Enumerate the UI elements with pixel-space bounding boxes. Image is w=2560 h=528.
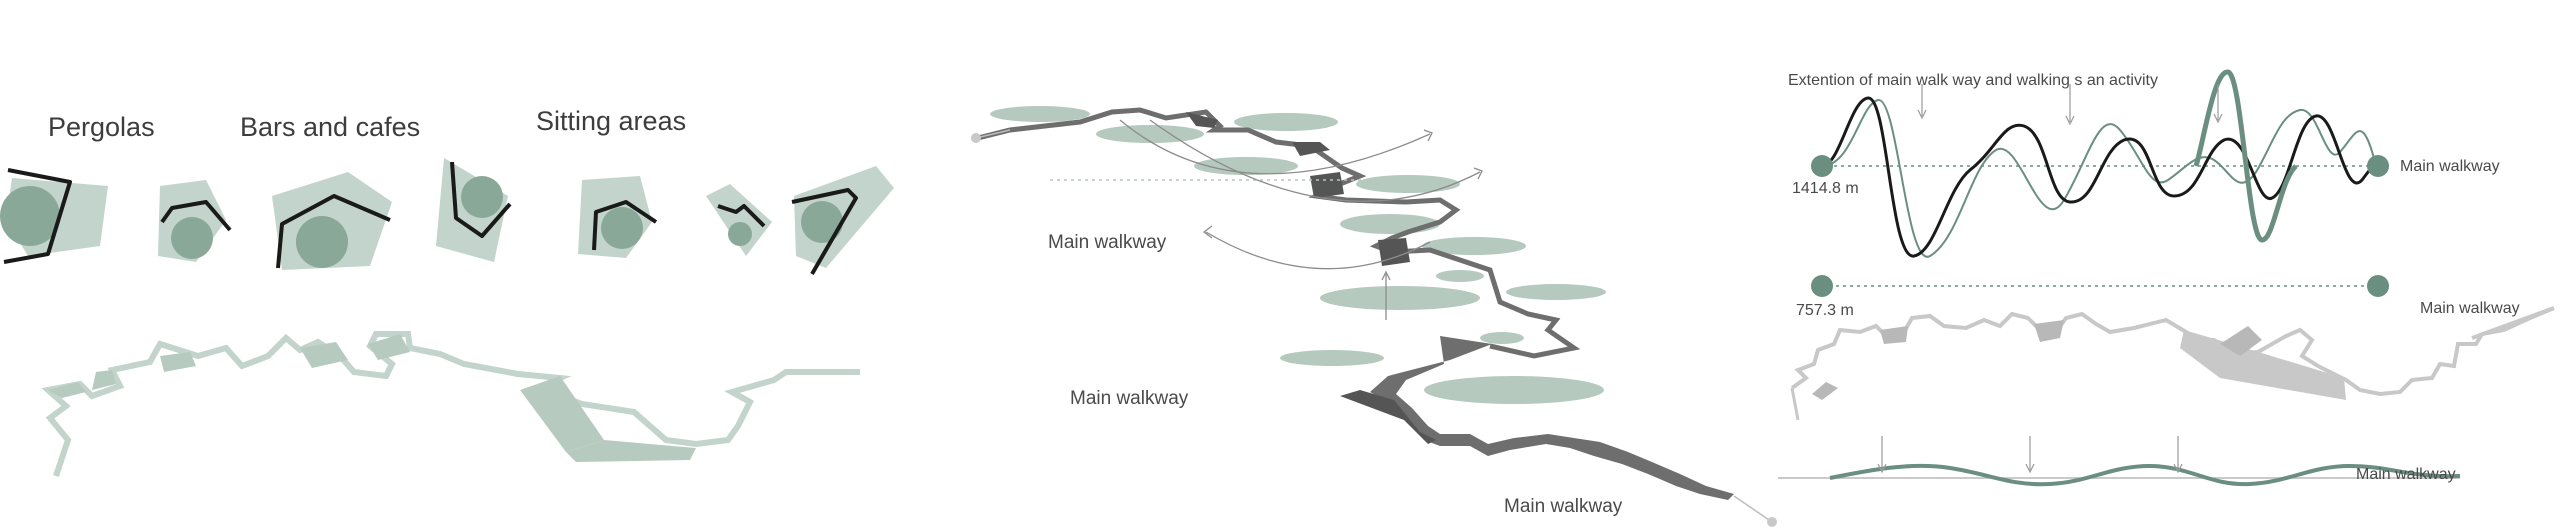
sitting-area-icon: [578, 176, 658, 258]
right-walkway-label-2: Main walkway: [2420, 300, 2520, 317]
center-walkway-label-2: Main walkway: [1070, 388, 1189, 409]
pergolas-icon-group: [0, 168, 108, 264]
center-walkway-path: [971, 107, 1777, 527]
bar-cafe-icon-2: [436, 158, 512, 262]
bars-cafes-label: Bars and cafes: [240, 112, 421, 142]
sitting-area-icon-2: [706, 184, 772, 256]
right-gentle-wave: [1778, 436, 2461, 487]
sitting-areas-label: Sitting areas: [536, 106, 687, 136]
left-walkway-footprint: [41, 331, 860, 477]
center-connector-arrows: [1119, 119, 1483, 320]
right-walkway-label-3: Main walkway: [2356, 466, 2456, 483]
length-label-1: 1414.8 m: [1792, 180, 1859, 197]
extension-caption: Extention of main walk way and walking s…: [1788, 72, 2158, 89]
right-wave-diagram: [1811, 69, 2389, 258]
center-walkway-label-3: Main walkway: [1504, 496, 1623, 517]
right-walkway-footprint: [1790, 306, 2555, 421]
length-label-2: 757.3 m: [1796, 302, 1854, 319]
bar-cafe-icon: [272, 172, 392, 270]
pergola-small-icon: [158, 180, 232, 262]
sitting-area-icon-3: [791, 166, 894, 276]
center-activity-ovals: [990, 106, 1606, 404]
center-walkway-label-1: Main walkway: [1048, 232, 1167, 253]
pergolas-label: Pergolas: [48, 112, 155, 142]
right-walkway-label-1: Main walkway: [2400, 158, 2500, 175]
right-straight-line: [1811, 275, 2389, 297]
